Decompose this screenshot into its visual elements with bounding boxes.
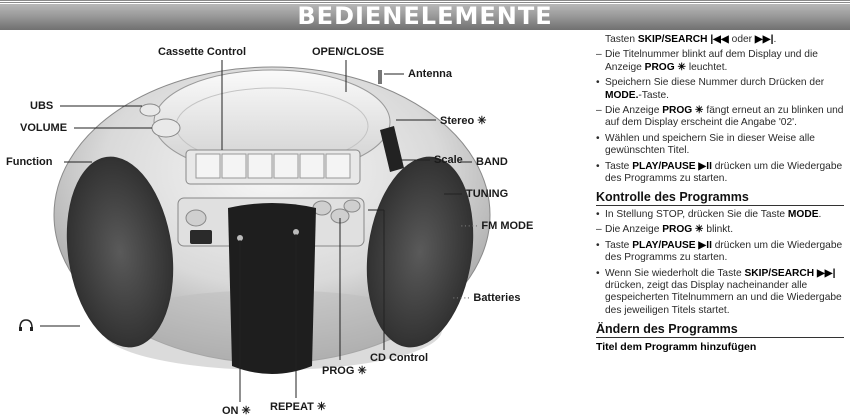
list-marker: • bbox=[596, 208, 600, 220]
item-text-end: drücken um die Wiedergabe des Programms … bbox=[605, 160, 843, 185]
label-ubs: UBS bbox=[30, 100, 54, 112]
list-marker: • bbox=[596, 160, 600, 172]
left-speaker bbox=[66, 156, 174, 348]
item-bold: PLAY/PAUSE ▶II bbox=[632, 160, 712, 172]
label-cassette-control: Cassette Control bbox=[158, 46, 247, 58]
intro-bold-b: ▶▶| bbox=[754, 34, 774, 45]
item-bold: PLAY/PAUSE ▶II bbox=[632, 239, 712, 251]
headphones-icon bbox=[19, 319, 33, 331]
on-led bbox=[237, 235, 243, 241]
item-text: Die Anzeige bbox=[605, 224, 663, 236]
list-marker: – bbox=[596, 105, 602, 117]
subheading-titel-hinzufuegen: Titel dem Programm hinzufügen bbox=[596, 340, 757, 353]
item-text-end: -Taste. bbox=[638, 89, 669, 101]
label-antenna: Antenna bbox=[408, 68, 452, 80]
header-banner: BEDIENELEMENTE bbox=[0, 0, 850, 30]
banner-stripes bbox=[0, 0, 850, 4]
item-bold: SKIP/SEARCH ▶▶| bbox=[744, 267, 836, 279]
label-volume: VOLUME bbox=[20, 122, 68, 134]
intro-text-c: . bbox=[773, 34, 777, 45]
list-item: • In Stellung STOP, drücken Sie die Taste… bbox=[596, 209, 844, 221]
list-marker: • bbox=[596, 132, 600, 144]
item-text: Die Titelnummer blinkt auf dem Display u… bbox=[605, 49, 818, 73]
section1-list: • In Stellung STOP, drücken Sie die Taste… bbox=[596, 209, 844, 317]
item-text: Speichern Sie diese Nummer durch Drücken… bbox=[605, 77, 825, 89]
intro-line: Tasten SKIP/SEARCH |◀◀ oder ▶▶|. bbox=[596, 34, 844, 46]
ubs-knob bbox=[139, 103, 161, 117]
list-item: • Wählen und speichern Sie in dieser Weis… bbox=[596, 133, 844, 158]
volume-knob bbox=[151, 118, 181, 138]
section-heading-aendern: Ändern des Programms bbox=[596, 323, 844, 338]
label-scale: Scale bbox=[434, 154, 463, 166]
repeat-led bbox=[293, 229, 299, 235]
section-heading-kontrolle: Kontrolle des Programms bbox=[596, 191, 844, 206]
device-diagram: Cassette Control OPEN/CLOSE Antenna UBS … bbox=[0, 30, 590, 420]
item-text: Wählen und speichern Sie in dieser Weise… bbox=[605, 132, 815, 157]
label-open-close: OPEN/CLOSE bbox=[312, 46, 385, 58]
label-fm-mode: FM MODE bbox=[460, 220, 533, 232]
intro-text-b: oder bbox=[728, 34, 755, 45]
label-stereo: Stereo ✳ bbox=[440, 115, 487, 127]
item-text: In Stellung STOP, drücken Sie die Taste bbox=[605, 208, 788, 220]
item-bold: MODE. bbox=[605, 89, 639, 101]
item-text-end: drücken um die Wiedergabe des Programms … bbox=[605, 239, 843, 264]
label-repeat: REPEAT ✳ bbox=[270, 401, 327, 413]
label-batteries: Batteries bbox=[452, 292, 520, 304]
banner-bar bbox=[0, 4, 850, 30]
list-item: • Taste PLAY/PAUSE ▶II drücken um die Wie… bbox=[596, 240, 844, 265]
item-text-end: drücken, zeigt das Display nacheinander … bbox=[605, 279, 842, 316]
item-bold: PROG ✳ bbox=[644, 61, 687, 73]
cassette-keys bbox=[195, 153, 351, 179]
list-marker: – bbox=[596, 49, 602, 61]
list-item: –Die Titelnummer blinkt auf dem Display … bbox=[596, 49, 844, 74]
item-text: Taste bbox=[605, 160, 633, 172]
label-function: Function bbox=[6, 156, 53, 168]
label-cd-control: CD Control bbox=[370, 352, 429, 364]
list-marker: • bbox=[596, 239, 600, 251]
right-speaker bbox=[366, 156, 474, 348]
label-on: ON ✳ bbox=[222, 405, 251, 417]
item-text-end: fängt erneut an zu blinken und auf dem D… bbox=[605, 105, 844, 129]
item-text-end: leuchtet. bbox=[686, 61, 728, 73]
item-text: Wenn Sie wiederholt die Taste bbox=[605, 267, 745, 279]
cassette-door bbox=[228, 203, 316, 374]
item-text-end: . bbox=[818, 208, 822, 220]
list-marker: • bbox=[596, 77, 600, 89]
page-title: BEDIENELEMENTE bbox=[297, 2, 553, 30]
display-window bbox=[190, 230, 212, 244]
item-text: Taste bbox=[605, 239, 633, 251]
antenna bbox=[378, 70, 382, 84]
intro-text-a: Tasten bbox=[605, 34, 638, 45]
instruction-column: Tasten SKIP/SEARCH |◀◀ oder ▶▶|. –Die Ti… bbox=[596, 34, 844, 353]
boombox-illustration bbox=[40, 60, 491, 402]
item-bold: PROG ✳ bbox=[662, 105, 704, 117]
label-band: BAND bbox=[476, 156, 508, 168]
scale-window bbox=[380, 126, 404, 172]
top-list: –Die Titelnummer blinkt auf dem Display … bbox=[596, 49, 844, 185]
list-marker: – bbox=[596, 224, 602, 236]
list-item: • Wenn Sie wiederholt die Taste SKIP/SEAR… bbox=[596, 268, 844, 318]
callout-lines bbox=[40, 60, 472, 402]
label-prog: PROG ✳ bbox=[322, 365, 367, 377]
label-tuning: TUNING bbox=[466, 188, 509, 200]
list-marker: • bbox=[596, 267, 600, 279]
item-text: Die Anzeige bbox=[605, 105, 663, 117]
list-item: –Die Anzeige PROG ✳ blinkt. bbox=[596, 224, 844, 236]
intro-bold-a: SKIP/SEARCH |◀◀ bbox=[637, 34, 729, 45]
list-item: –Die Anzeige PROG ✳ fängt erneut an zu b… bbox=[596, 105, 844, 130]
item-bold: PROG ✳ bbox=[662, 224, 704, 236]
item-text-end: blinkt. bbox=[703, 224, 734, 236]
list-item: • Taste PLAY/PAUSE ▶II drücken um die Wie… bbox=[596, 161, 844, 186]
item-bold: MODE bbox=[787, 208, 819, 220]
list-item: • Speichern Sie diese Nummer durch Drücke… bbox=[596, 77, 844, 102]
cd-buttons bbox=[185, 199, 361, 227]
